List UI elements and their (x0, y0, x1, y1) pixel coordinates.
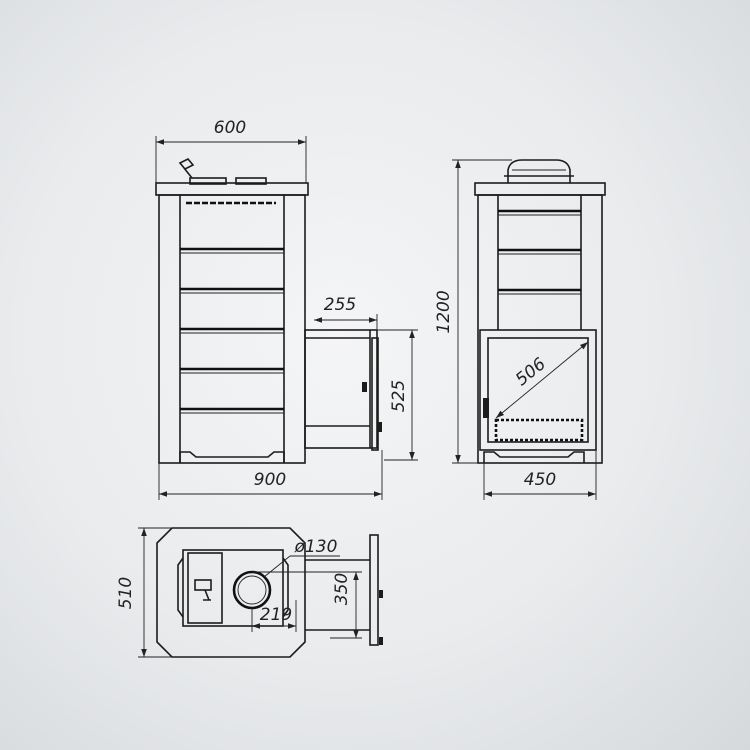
dim-side-depth: 450 (524, 470, 556, 490)
front-top-handle (178, 158, 195, 179)
dim-plan-depth: 510 (116, 577, 136, 609)
dim-front-width: 600 (214, 118, 246, 138)
side-body (477, 194, 603, 464)
dim-total-height: 1200 (434, 290, 454, 333)
front-top-plate (235, 177, 267, 185)
front-view (155, 158, 382, 464)
dim-line-506 (495, 341, 589, 419)
plan-flue (232, 570, 272, 610)
front-dimensions: 600 255 525 900 (155, 118, 418, 500)
front-firebox-extension (304, 329, 378, 449)
side-ash-grate (494, 418, 584, 442)
dim-box-height: 525 (389, 380, 409, 412)
side-glass-door (479, 329, 597, 451)
dim-firebox-diagonal: 506 (512, 354, 550, 390)
dim-flue-diameter: ø130 (294, 537, 338, 557)
front-body (158, 194, 306, 464)
plan-top-slab (156, 527, 306, 658)
front-top-lid (189, 177, 227, 185)
side-dimensions: 1200 450 (434, 159, 597, 500)
front-base (179, 451, 285, 463)
plan-firebox-door (369, 534, 379, 646)
leader-130 (263, 555, 291, 578)
plan-stove-top (182, 549, 284, 627)
plan-view (156, 527, 383, 658)
side-chimney-cap (507, 159, 571, 183)
plan-lid (187, 552, 223, 624)
dim-overall-width: 900 (254, 470, 286, 490)
plan-dimensions: 510 ø130 350 219 (116, 527, 362, 658)
dim-box-depth: 255 (324, 295, 356, 315)
dim-flue-offset-y: 350 (332, 573, 352, 605)
side-base (483, 451, 585, 463)
front-firebox-door (371, 337, 379, 451)
side-view: 506 (474, 159, 606, 464)
side-top-slab (474, 182, 606, 196)
front-top-slab (155, 182, 309, 196)
dim-flue-offset-x: 219 (260, 605, 292, 625)
